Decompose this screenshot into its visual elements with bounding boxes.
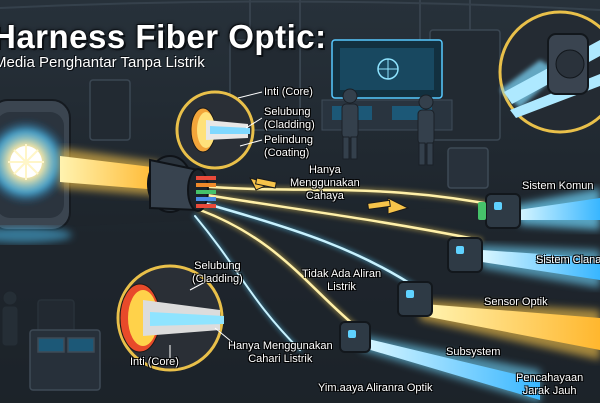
fiber-strands bbox=[192, 183, 523, 353]
label-core-top: Inti (Core) bbox=[264, 86, 313, 98]
label-optic-sensor: Sensor Optik bbox=[484, 296, 548, 308]
floor-control-panel bbox=[29, 329, 101, 391]
light-source-machine bbox=[0, 99, 72, 243]
main-connector bbox=[147, 155, 216, 213]
output-beams bbox=[360, 188, 600, 403]
label-no-current: Tidak Ada Aliran Listrik bbox=[302, 268, 382, 293]
label-subsystem: Subsystem bbox=[446, 346, 501, 358]
connector-boxes bbox=[339, 193, 521, 353]
label-only-light-bottom: Hanya Menggunakan Cahari Listrik bbox=[228, 340, 333, 365]
label-coating-top: Pelindung (Coating) bbox=[264, 134, 313, 159]
main-light-beam bbox=[60, 148, 160, 196]
cross-section-callout-top bbox=[175, 90, 263, 170]
label-cladding-top: Selubung (Cladding) bbox=[264, 106, 315, 131]
label-only-light: Hanya Menggunakan Cahaya bbox=[290, 164, 360, 202]
label-optic-flow: Yim.aaya Aliranra Optik bbox=[318, 382, 433, 394]
label-comm-system: Sistem Komun bbox=[522, 180, 594, 192]
label-lighting: Pencahayaan Jarak Jauh bbox=[516, 372, 584, 397]
connector-green-pins bbox=[478, 202, 486, 220]
label-system-clan: Sistem Clana bbox=[536, 254, 600, 266]
label-cladding-bottom: Selubung (Cladding) bbox=[192, 260, 243, 285]
light-direction-arrows bbox=[249, 177, 410, 215]
diagram-subtitle: Media Penghantar Tanpa Listrik bbox=[0, 54, 205, 71]
connector-zoom-callout bbox=[498, 10, 600, 134]
cross-section-callout-bottom bbox=[116, 264, 233, 372]
label-core-bottom: Inti (Core) bbox=[130, 356, 179, 368]
connector-lights bbox=[348, 202, 502, 338]
diagram-title: Harness Fiber Optic: bbox=[0, 18, 327, 55]
